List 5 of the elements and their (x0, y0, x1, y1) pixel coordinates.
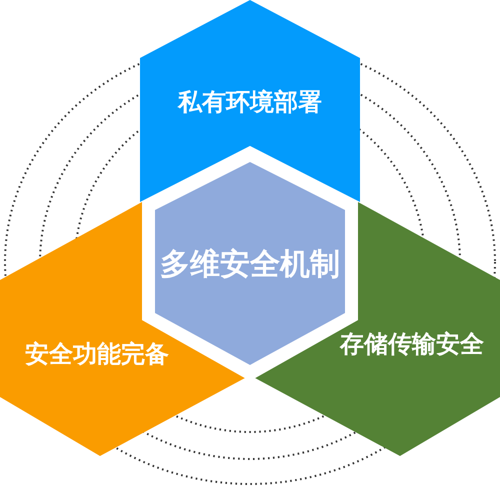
section-title: 私有环境部署 (178, 89, 322, 117)
hexagon-panel (140, 0, 360, 202)
section-title: 存储传输安全 (340, 331, 484, 359)
section-title: 多维安全机制 (160, 248, 340, 282)
section-title: 安全功能完备 (25, 341, 169, 369)
